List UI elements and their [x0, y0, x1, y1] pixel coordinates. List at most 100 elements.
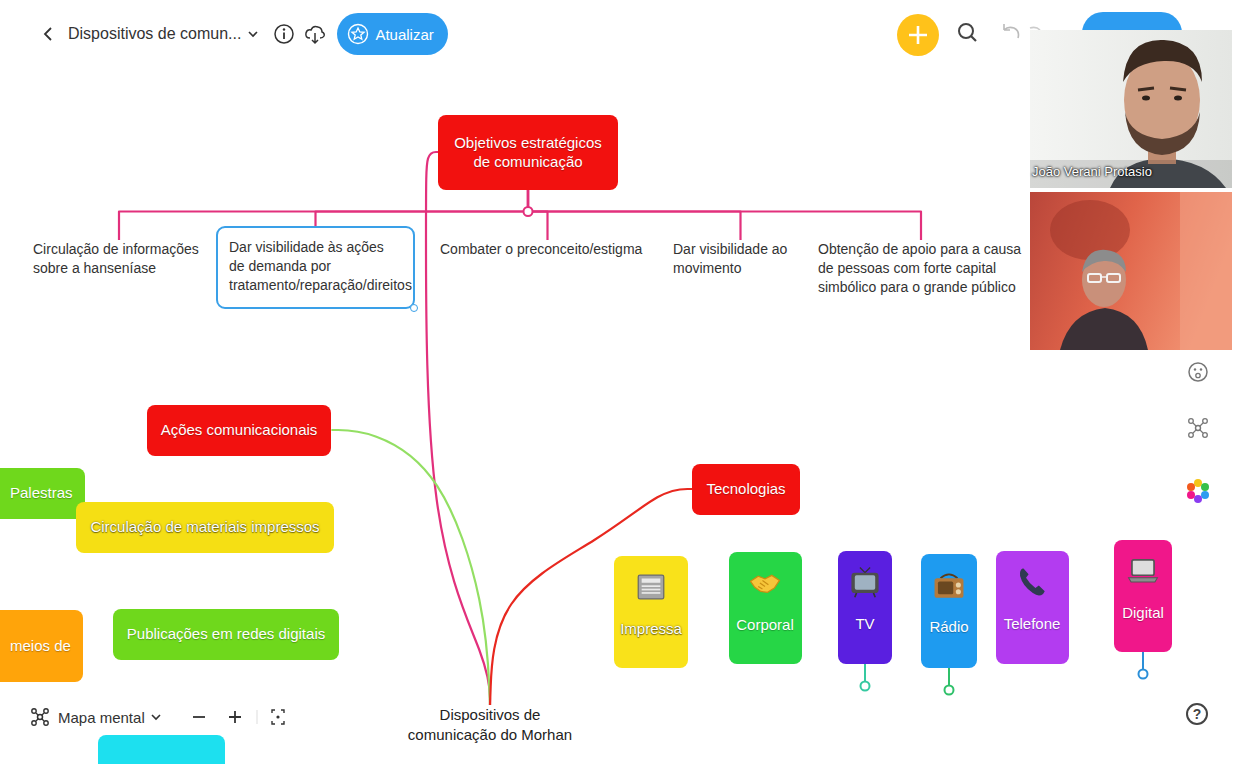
video-participant-1: [1030, 30, 1232, 188]
node-text: Dar visibilidade ao movimento: [673, 240, 808, 278]
radio-icon: [938, 582, 953, 595]
toolbar-right: [1030, 27, 1040, 30]
subtopic-box: Publicações em redes digitais: [113, 609, 339, 660]
video-feeds: [1030, 30, 1232, 350]
add-button: [897, 14, 939, 56]
dropdown-icon: [152, 715, 160, 719]
subtopic-text: Dar visibilidade às ações de demanda por…: [216, 226, 415, 309]
tv-icon: [855, 575, 875, 589]
node-text: Dispositivos de comunicação do Morhan: [395, 705, 585, 746]
fit-icon: [270, 707, 286, 727]
node-text: Palestras: [10, 483, 73, 503]
view-mode-label: Mapa mental: [58, 709, 145, 726]
mindmap-icon: [44, 709, 48, 713]
branch-connector: [426, 152, 490, 705]
technology-card: TV: [838, 551, 892, 664]
document-title: Dispositivos de comun...: [68, 25, 241, 42]
branch-connector: [316, 190, 529, 227]
video-participant-2: [1082, 250, 1126, 272]
hand-icon: [748, 566, 782, 600]
update-button: Atualizar: [337, 13, 447, 55]
tv-icon: [860, 568, 870, 573]
mindmap-icon: [44, 721, 48, 725]
video-participant-1: [1030, 30, 1232, 188]
partial-box: [98, 735, 225, 764]
video-participant-2: [1107, 274, 1120, 282]
emoji-icon: [1194, 368, 1196, 370]
zoom-in-icon: [229, 711, 241, 723]
back-icon: [45, 28, 51, 40]
news-icon: [638, 575, 664, 599]
video-participant-2: [1030, 192, 1232, 350]
radio-icon: [956, 589, 961, 594]
star-icon: [349, 25, 368, 44]
node-text: Dar visibilidade às ações de demanda por…: [229, 238, 403, 295]
video-participant-1: [1142, 96, 1150, 101]
mindmap-icon: [32, 721, 36, 725]
video-participant-1: [1125, 112, 1200, 155]
theme-icon: [1187, 491, 1195, 499]
technology-card: Digital: [1114, 540, 1172, 652]
node-text: Tecnologias: [706, 479, 785, 499]
download-icon: [312, 33, 318, 43]
radio-icon: [956, 582, 961, 587]
side-toolbar: [1180, 355, 1220, 515]
branch-connector: [528, 190, 741, 241]
theme-icon: [1194, 495, 1202, 503]
fit-icon: [272, 710, 284, 724]
radio-icon: [935, 578, 964, 598]
theme-icon: [1201, 483, 1209, 491]
news-icon: [634, 570, 668, 604]
subtopic-text: Obtenção de apoio para a causa de pessoa…: [818, 240, 1024, 297]
help-icon: ?: [1193, 706, 1202, 722]
structure-icon: [1189, 419, 1194, 424]
dropdown-icon: [249, 32, 257, 36]
radio-icon: [941, 574, 958, 578]
news-icon: [642, 585, 661, 587]
mindmap-icon: [30, 707, 50, 727]
back-icon: [40, 24, 56, 44]
collapse-handles: [1142, 652, 1144, 669]
topic-box: Tecnologias: [692, 464, 799, 515]
phone-icon: [1015, 565, 1049, 599]
mode-slot: Mapa mental: [58, 709, 145, 726]
video-participant-1: [1030, 160, 1232, 188]
mindmap-icon: [32, 709, 36, 713]
title-slot: Dispositivos de comun...: [68, 25, 241, 43]
topic-box: Objetivos estratégicos de comunicação: [438, 115, 618, 190]
branch-hub: [524, 207, 533, 216]
info-icon: [284, 33, 286, 40]
radio-icon: [932, 568, 966, 602]
collapse-handles: [861, 682, 870, 691]
subtopic-text: Dar visibilidade ao movimento: [673, 240, 808, 278]
mindmap-icon: [38, 715, 43, 720]
node-text: meios de: [10, 636, 71, 656]
mindmap-icon: [36, 713, 44, 721]
video-participant-2: [1088, 274, 1101, 282]
toolbar-right: [959, 24, 973, 38]
branch-connector: [528, 190, 921, 241]
news-icon: [642, 589, 661, 591]
tv-icon: [848, 565, 882, 599]
news-icon: [642, 579, 661, 583]
technology-card: Rádio: [921, 554, 977, 668]
info-icon: [275, 25, 293, 43]
emoji-icon: [1189, 363, 1207, 381]
subtopic-box: Circulação de materiais impressos: [76, 502, 333, 553]
name-slot: João Verani Protasio: [1032, 164, 1152, 179]
branch-connector: [119, 190, 528, 241]
collapse-handles: [1139, 670, 1148, 679]
node-text: Combater o preconceito/estigma: [440, 240, 655, 259]
info-icon: [283, 28, 285, 30]
structure-icon: [1193, 423, 1203, 433]
central-topic: Dispositivos de comunicação do Morhan: [395, 705, 585, 746]
node-text: Impressa: [620, 620, 682, 638]
laptop-icon: [1126, 554, 1160, 588]
theme-icon: [1201, 491, 1209, 499]
subtopic-text: Circulação de informações sobre a hansen…: [33, 240, 205, 278]
button-label: Atualizar: [375, 26, 433, 43]
subtopic-box: Palestras: [0, 468, 85, 519]
dropdown-icon: [247, 24, 259, 44]
emoji-icon: [1196, 373, 1200, 377]
node-text: Corporal: [736, 616, 794, 634]
